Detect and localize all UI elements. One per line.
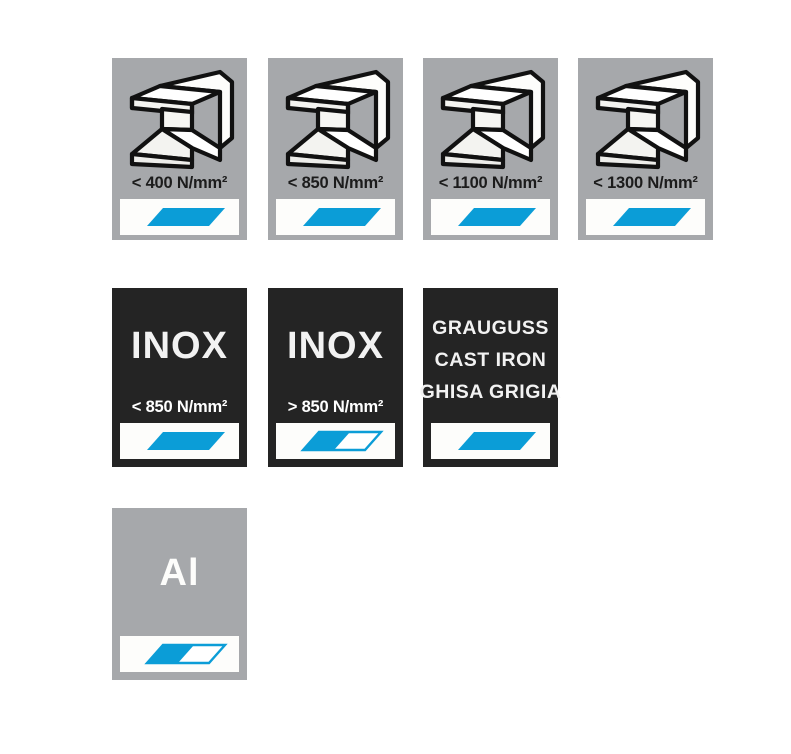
chip-full-icon — [302, 208, 381, 226]
strength-label: < 850 N/mm² — [131, 398, 228, 416]
chip-full-icon — [612, 208, 691, 226]
material-label-group: GRAUGUSS CAST IRON GHISA GRIGIA — [420, 296, 561, 418]
chip-full-icon — [457, 432, 536, 450]
chip-full-icon — [146, 432, 225, 450]
strength-label: < 850 N/mm² — [287, 174, 384, 192]
tile-inox-above-850[interactable]: INOX > 850 N/mm² — [268, 288, 403, 467]
capability-chip-strip — [120, 636, 239, 672]
chip-half-icon — [299, 430, 384, 452]
capability-chip-strip — [586, 199, 705, 235]
strength-label: > 850 N/mm² — [287, 398, 384, 416]
i-beam-icon — [586, 66, 705, 172]
tile-steel-850[interactable]: < 850 N/mm² — [268, 58, 403, 240]
capability-chip-strip — [120, 199, 239, 235]
i-beam-icon — [120, 66, 239, 172]
tile-cast-iron[interactable]: GRAUGUSS CAST IRON GHISA GRIGIA — [420, 288, 561, 467]
tile-steel-1300[interactable]: < 1300 N/mm² — [578, 58, 713, 240]
capability-chip-strip — [120, 423, 239, 459]
capability-chip-strip — [431, 423, 550, 459]
chip-half-icon — [143, 643, 228, 665]
material-label: INOX — [287, 324, 384, 367]
material-label: Al — [159, 552, 200, 594]
capability-chip-strip — [276, 199, 395, 235]
strength-label: < 1300 N/mm² — [593, 174, 698, 192]
tile-steel-400[interactable]: < 400 N/mm² — [112, 58, 247, 240]
material-label: INOX — [131, 324, 228, 367]
chip-full-icon — [457, 208, 536, 226]
strength-label: < 400 N/mm² — [131, 174, 228, 192]
chip-full-icon — [146, 208, 225, 226]
i-beam-icon — [276, 66, 395, 172]
capability-chip-strip — [276, 423, 395, 459]
i-beam-icon — [431, 66, 550, 172]
material-label-de: GRAUGUSS — [432, 316, 549, 339]
tile-aluminium[interactable]: Al — [112, 508, 247, 680]
material-label-it: GHISA GRIGIA — [419, 380, 562, 403]
capability-chip-strip — [431, 199, 550, 235]
tile-inox-below-850[interactable]: INOX < 850 N/mm² — [112, 288, 247, 467]
tile-steel-1100[interactable]: < 1100 N/mm² — [423, 58, 558, 240]
strength-label: < 1100 N/mm² — [438, 174, 543, 192]
material-label-en: CAST IRON — [434, 348, 547, 371]
